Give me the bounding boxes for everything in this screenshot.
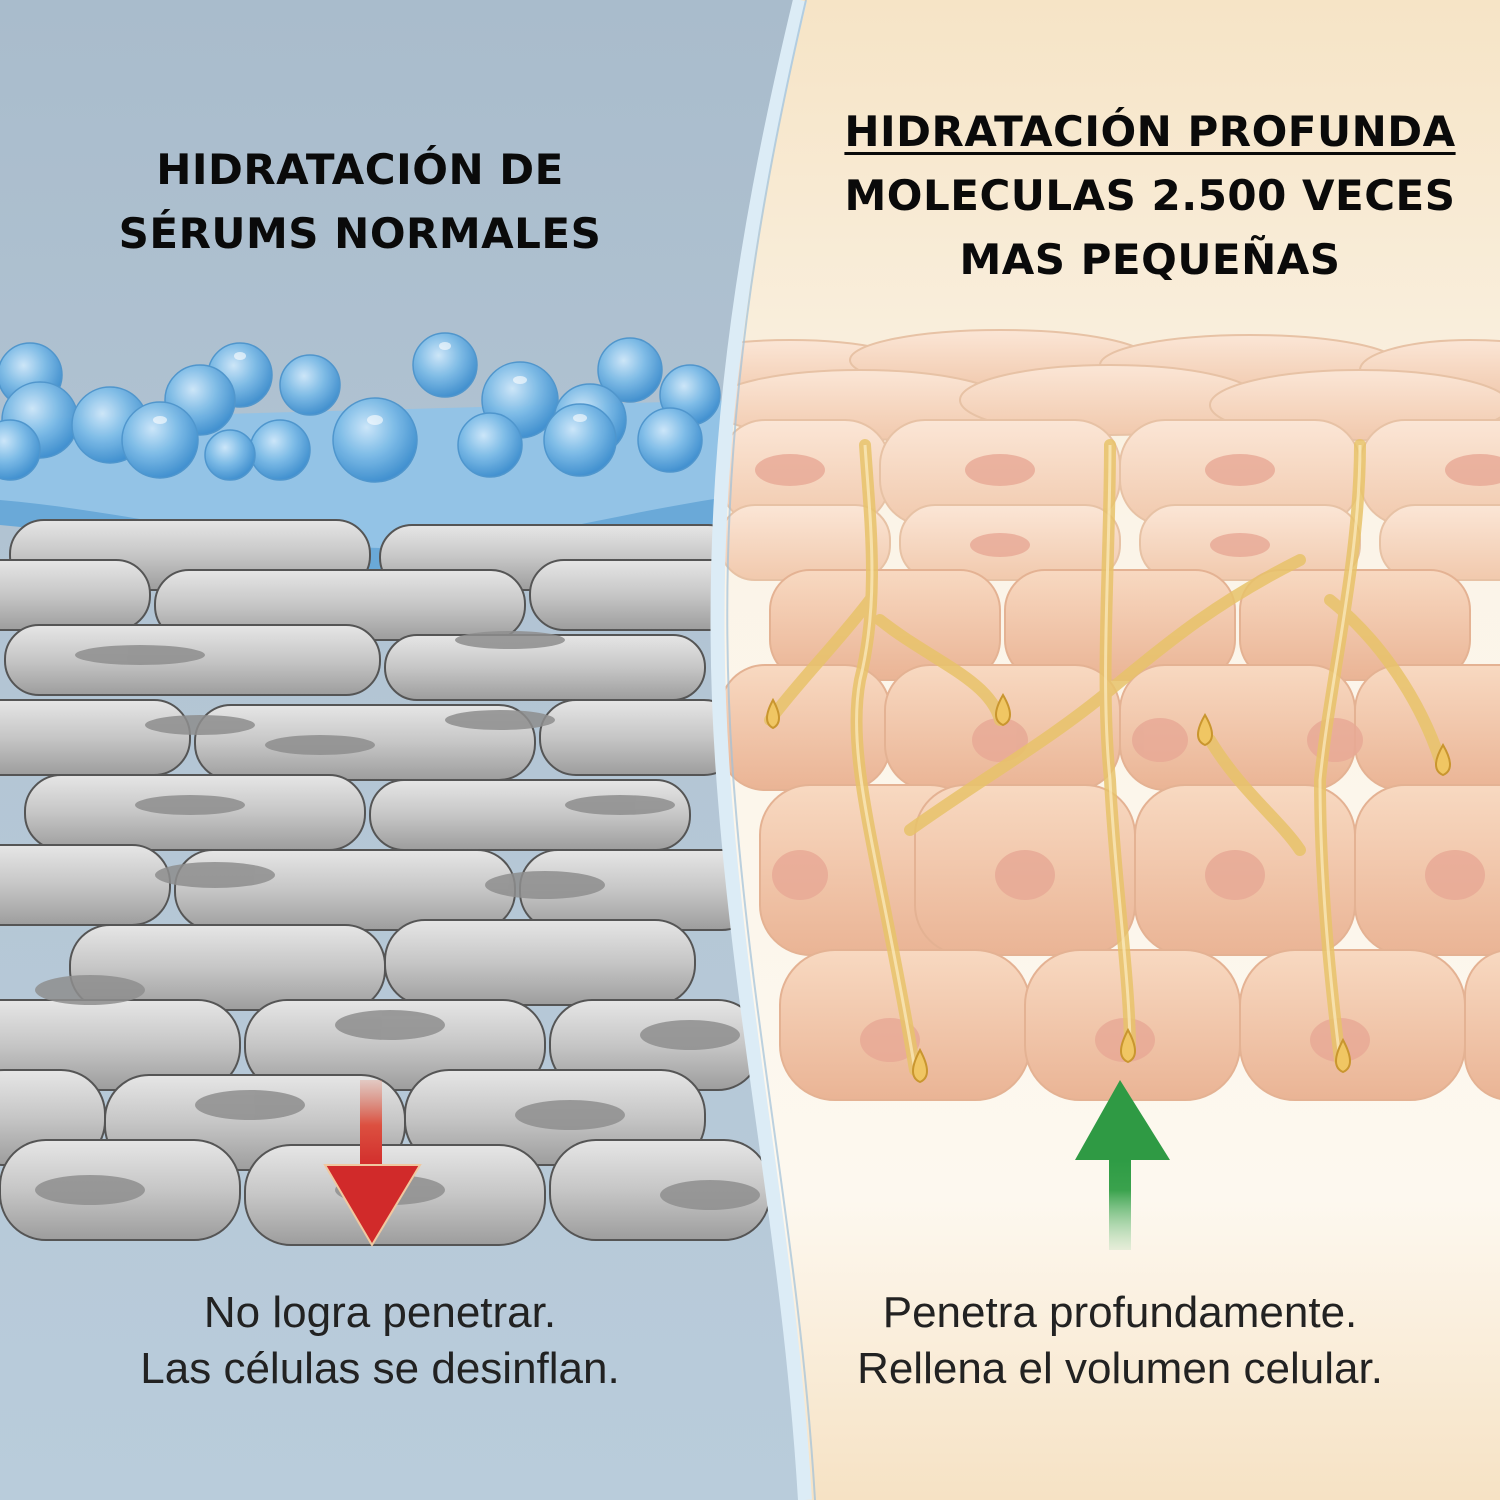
serum-layer xyxy=(0,332,740,575)
panel-divider xyxy=(710,0,812,1500)
serum-droplets xyxy=(766,693,1451,1084)
right-title-line-1: HIDRATACIÓN PROFUNDA xyxy=(844,107,1456,156)
left-panel-caption: No logra penetrar. Las células se desinf… xyxy=(20,1285,740,1397)
left-title-line-2: SÉRUMS NORMALES xyxy=(118,209,602,258)
arrow-down-icon xyxy=(323,1080,422,1247)
right-caption-line-2: Rellena el volumen celular. xyxy=(857,1344,1383,1393)
right-panel-title: HIDRATACIÓN PROFUNDA MOLECULAS 2.500 VEC… xyxy=(810,100,1490,292)
left-panel-title: HIDRATACIÓN DE SÉRUMS NORMALES xyxy=(70,138,650,266)
right-caption-line-1: Penetra profundamente. xyxy=(882,1288,1358,1337)
right-panel-caption: Penetra profundamente. Rellena el volume… xyxy=(760,1285,1480,1397)
left-caption-line-2: Las células se desinflan. xyxy=(140,1344,620,1393)
arrow-up-icon xyxy=(1075,1080,1170,1250)
right-title-line-3: MAS PEQUEÑAS xyxy=(959,235,1341,284)
right-title-line-2: MOLECULAS 2.500 VECES xyxy=(844,171,1456,220)
left-title-line-1: HIDRATACIÓN DE xyxy=(156,145,564,194)
dehydrated-cells xyxy=(0,519,771,1246)
left-caption-line-1: No logra penetrar. xyxy=(203,1288,557,1337)
hydrated-cells xyxy=(659,329,1500,1101)
